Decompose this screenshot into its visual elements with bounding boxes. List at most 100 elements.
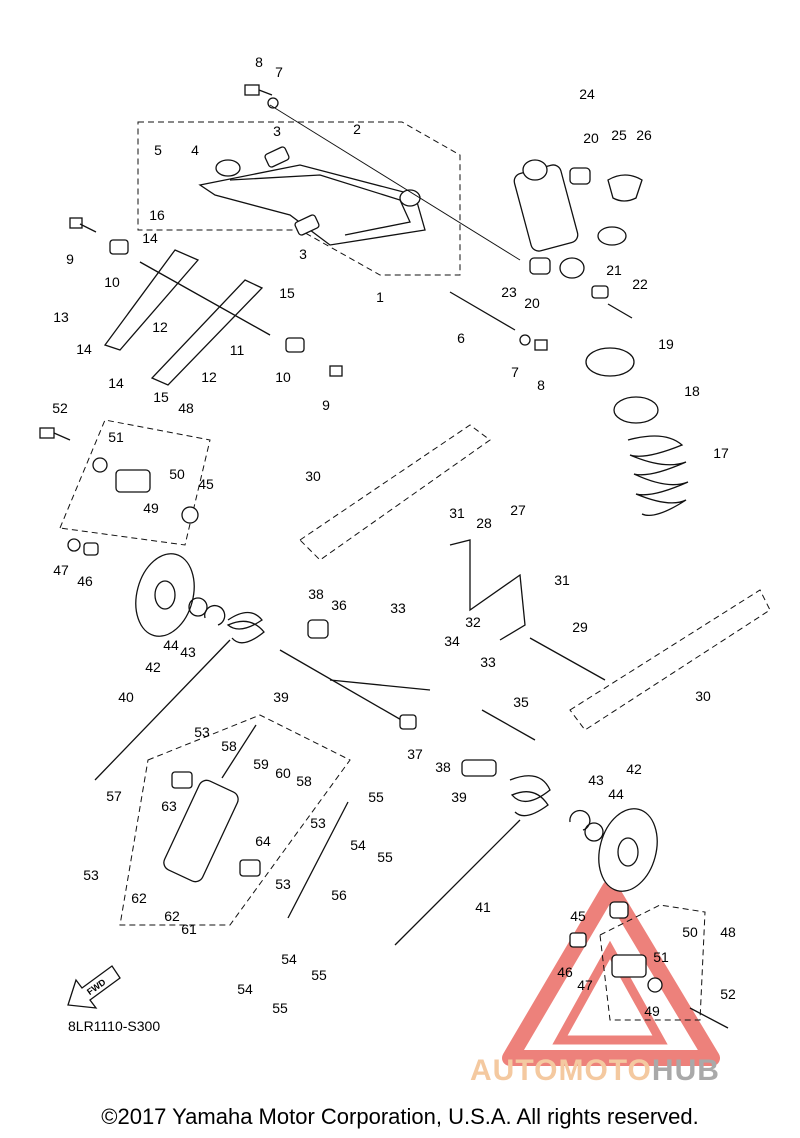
callout-label: 20: [583, 130, 599, 146]
torsion-spring-41: [394, 775, 551, 946]
watermark-part-b: HUB: [651, 1054, 720, 1087]
callout-label: 43: [588, 772, 604, 788]
bolt-22: [607, 303, 633, 319]
callout-label: 30: [695, 688, 711, 704]
callout-label: 7: [511, 364, 519, 380]
fwd-arrow-icon: [67, 965, 121, 1009]
spring-19: [585, 347, 635, 377]
wheel-42-right: [598, 808, 658, 892]
bolt-8-top: [244, 84, 273, 96]
callout-label: 9: [322, 397, 330, 413]
callout-label: 28: [476, 515, 492, 531]
callout-label: 62: [164, 908, 180, 924]
rail-lower: [569, 589, 771, 731]
callout-label: 36: [331, 597, 347, 613]
callout-label: 27: [510, 502, 526, 518]
callout-label: 22: [632, 276, 648, 292]
callout-label: 59: [253, 756, 269, 772]
callout-label: 42: [145, 659, 161, 675]
callout-label: 55: [311, 967, 327, 983]
washer-7-right: [519, 334, 531, 346]
callout-label: 61: [181, 921, 197, 937]
callout-label: 60: [275, 765, 291, 781]
bushing-10-left: [109, 239, 129, 255]
assembly-box-48-right: [599, 904, 706, 1021]
callout-label: 15: [153, 389, 169, 405]
callout-label: 26: [636, 127, 652, 143]
bumper-64: [239, 859, 261, 877]
callout-label: 42: [626, 761, 642, 777]
callout-label: 17: [713, 445, 729, 461]
callout-label: 33: [480, 654, 496, 670]
callout-label: 50: [169, 466, 185, 482]
watermark-logo: AUTOMOTOHUB: [470, 1054, 720, 1088]
callout-label: 55: [368, 789, 384, 805]
callout-label: 48: [178, 400, 194, 416]
callout-label: 8: [537, 377, 545, 393]
callout-label: 23: [501, 284, 517, 300]
shaft-35: [481, 709, 536, 741]
callout-label: 54: [281, 951, 297, 967]
parts-diagram: [39, 84, 771, 1066]
callout-label: 52: [52, 400, 68, 416]
arm-12-left: [103, 249, 200, 351]
callout-label: 53: [83, 867, 99, 883]
callout-label: 46: [557, 964, 573, 980]
callout-label: 16: [149, 207, 165, 223]
callout-label: 7: [275, 64, 283, 80]
swing-arm-frame: [198, 164, 426, 246]
cup-25: [607, 174, 643, 202]
callout-label: 29: [572, 619, 588, 635]
washer-47-left: [67, 538, 81, 552]
callout-label: 48: [720, 924, 736, 940]
callout-label: 3: [299, 246, 307, 262]
callout-label: 63: [161, 798, 177, 814]
bushing-10-right: [285, 337, 305, 353]
callout-label: 20: [524, 295, 540, 311]
collar-20-bottom: [529, 257, 551, 275]
bolt-52-left: [39, 427, 71, 441]
callout-label: 9: [66, 251, 74, 267]
callout-label: 38: [308, 586, 324, 602]
callout-label: 21: [606, 262, 622, 278]
callout-label: 64: [255, 833, 271, 849]
collar-39-right: [461, 759, 497, 777]
callout-label: 54: [350, 837, 366, 853]
callout-label: 10: [275, 369, 291, 385]
callout-label: 11: [229, 342, 245, 358]
callout-label: 14: [76, 341, 92, 357]
callout-label: 51: [108, 429, 124, 445]
copyright-notice: ©2017 Yamaha Motor Corporation, U.S.A. A…: [101, 1104, 699, 1129]
swing-arm-inner: [229, 174, 411, 236]
assembly-box-1: [137, 121, 461, 276]
callout-label: 54: [237, 981, 253, 997]
callout-label: 1: [376, 289, 384, 305]
arm-12-right: [150, 279, 264, 386]
collar-45-right: [609, 901, 629, 919]
callout-label: 55: [377, 849, 393, 865]
callout-label: 5: [154, 142, 162, 158]
callout-label: 45: [570, 908, 586, 924]
callout-label: 31: [449, 505, 465, 521]
bushing-left: [215, 159, 241, 177]
collar-21: [591, 285, 609, 299]
rod-6: [449, 291, 516, 331]
arm-32: [329, 679, 431, 691]
seat-18: [613, 396, 659, 424]
callout-label: 58: [296, 773, 312, 789]
clip-26: [597, 226, 627, 246]
callout-label: 31: [554, 572, 570, 588]
callout-label: 51: [653, 949, 669, 965]
callout-label: 24: [579, 86, 595, 102]
shock-absorber-24: [513, 159, 585, 279]
cap-3a: [264, 146, 290, 168]
collar-20-top: [569, 167, 591, 185]
callout-label: 40: [118, 689, 134, 705]
callout-label: 53: [275, 876, 291, 892]
callout-label: 25: [611, 127, 627, 143]
callout-label: 53: [310, 815, 326, 831]
diagram-code: 8LR1110-S300: [68, 1018, 161, 1034]
callout-label: 62: [131, 890, 147, 906]
callout-label: 14: [142, 230, 158, 246]
callout-label: 58: [221, 738, 237, 754]
